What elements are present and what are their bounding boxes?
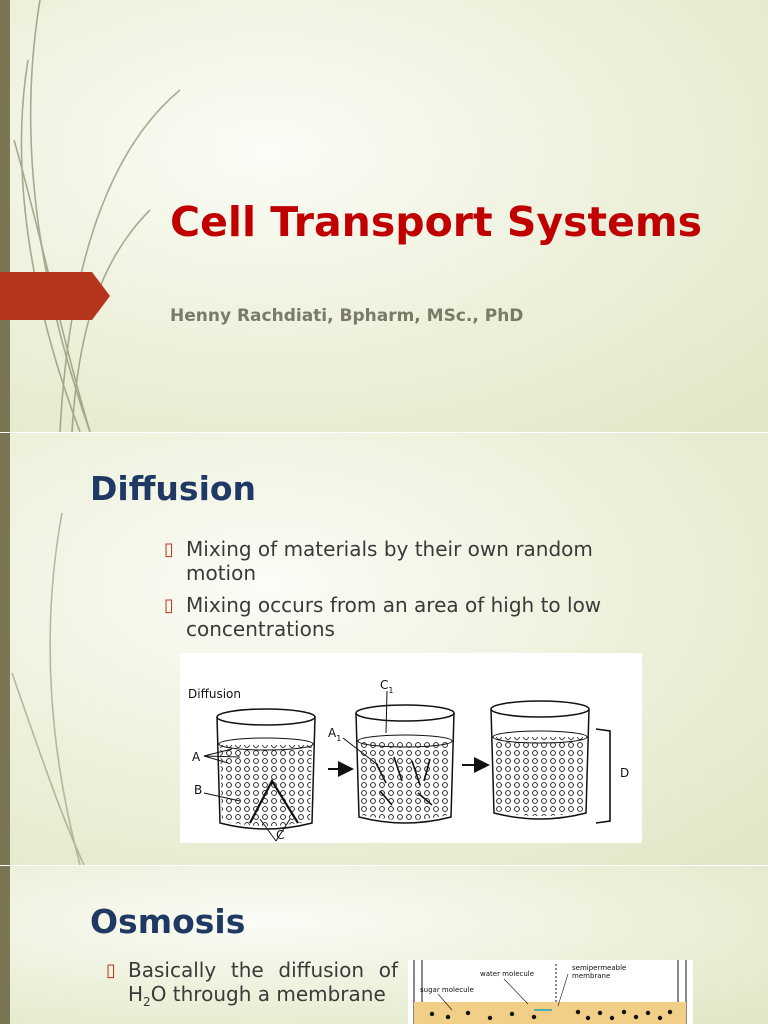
membrane-label-2: membrane xyxy=(572,972,610,980)
osmosis-figure: water molecule semipermeable membrane su… xyxy=(408,960,693,1024)
osmosis-diagram: water molecule semipermeable membrane su… xyxy=(413,960,687,1024)
bullet-item: ▯ Basically the diffusion of H2O through… xyxy=(106,958,398,1014)
chevron-bullet-icon: ▯ xyxy=(106,960,116,981)
membrane-label-1: semipermeable xyxy=(572,964,626,972)
bullet-list: ▯ Mixing of materials by their own rando… xyxy=(164,537,634,649)
beaker-2 xyxy=(355,704,455,824)
bullet-text: Basically the diffusion of H2O through a… xyxy=(128,958,398,1009)
label-d: D xyxy=(620,766,629,780)
beaker-3 xyxy=(490,700,590,820)
diffusion-figure: Diffusion xyxy=(180,653,642,843)
sugar-molecule-label: sugar molecule xyxy=(420,986,474,994)
author-subtitle: Henny Rachdiati, Bpharm, MSc., PhD xyxy=(170,306,524,326)
bullet-text: Mixing occurs from an area of high to lo… xyxy=(186,593,602,641)
slide-heading: Diffusion xyxy=(90,469,257,508)
diffusion-slide: Diffusion ▯ Mixing of materials by their… xyxy=(0,433,768,865)
red-tab-marker xyxy=(0,272,110,320)
presentation-title: Cell Transport Systems xyxy=(170,198,703,246)
solution-fill xyxy=(414,1002,686,1024)
beaker-1 xyxy=(216,708,316,830)
label-a: A xyxy=(192,750,201,764)
label-b: B xyxy=(194,783,202,797)
left-accent-bar xyxy=(0,433,10,865)
figure-title: Diffusion xyxy=(188,687,241,701)
bullet-item: ▯ Mixing of materials by their own rando… xyxy=(164,537,634,585)
water-molecule-label: water molecule xyxy=(480,970,534,978)
chevron-bullet-icon: ▯ xyxy=(164,539,174,560)
bullet-list: ▯ Basically the diffusion of H2O through… xyxy=(106,958,398,1022)
chevron-bullet-icon: ▯ xyxy=(164,595,174,616)
left-accent-bar xyxy=(0,0,10,432)
label-a1: A1 xyxy=(328,726,341,743)
label-c1: C1 xyxy=(380,678,393,695)
osmosis-slide: Osmosis ▯ Basically the diffusion of H2O… xyxy=(0,866,768,1024)
left-accent-bar xyxy=(0,866,10,1024)
slide-heading: Osmosis xyxy=(90,902,246,941)
label-c: C xyxy=(276,828,284,842)
bullet-text: Mixing of materials by their own random … xyxy=(186,537,593,585)
title-slide: Cell Transport Systems Henny Rachdiati, … xyxy=(0,0,768,432)
bracket xyxy=(595,728,611,824)
diffusion-diagram: Diffusion xyxy=(188,678,629,842)
bullet-item: ▯ Mixing occurs from an area of high to … xyxy=(164,593,634,641)
